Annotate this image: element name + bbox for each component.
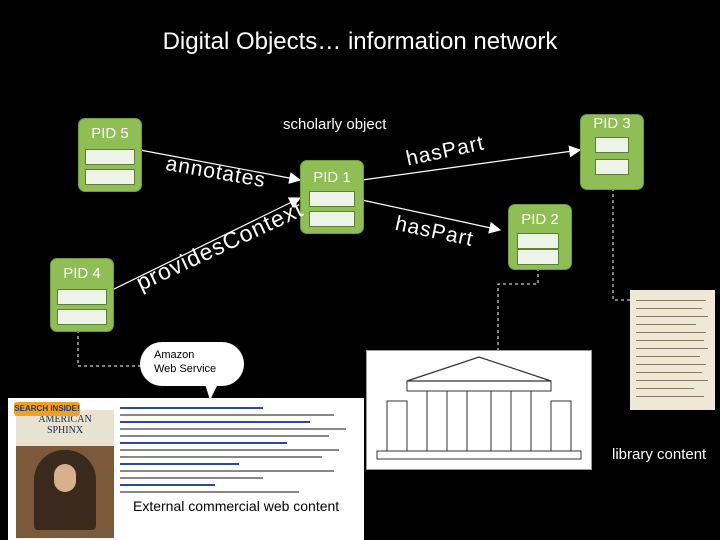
pid3-node[interactable]: PID 3 <box>580 114 644 190</box>
scholarly-object-label: scholarly object <box>283 116 387 133</box>
building-drawing-image <box>366 350 592 470</box>
annotates-arrow <box>139 149 302 184</box>
pid3-label: PID 3 <box>593 115 631 132</box>
external-content-caption: External commercial web content <box>133 498 340 514</box>
pid4-node[interactable]: PID 4 <box>50 258 114 332</box>
pid4-label: PID 4 <box>63 265 101 282</box>
pid2-slot <box>517 249 559 265</box>
pid1-label: PID 1 <box>313 169 351 186</box>
manuscript-image <box>630 290 715 410</box>
pid2-dashed-link <box>497 268 539 350</box>
search-inside-badge: SEARCH INSIDE! <box>14 402 80 416</box>
pid4-slot <box>57 289 107 305</box>
amazon-web-service-bubble: Amazon Web Service <box>140 342 244 386</box>
has-part-arrow-2 <box>361 199 502 234</box>
pid3-slot <box>595 137 629 153</box>
amazon-book-page: AMERICAN SPHINX SEARCH INSIDE! <box>8 398 364 540</box>
pid5-slot <box>85 169 135 185</box>
web-page-text-block <box>120 402 358 498</box>
bubble-line-2: Web Service <box>154 363 217 375</box>
page-title: Digital Objects… information network <box>162 28 558 55</box>
bubble-line-1: Amazon <box>154 349 195 361</box>
pid1-node[interactable]: PID 1 <box>300 160 364 234</box>
pid4-slot <box>57 309 107 325</box>
pid4-dashed-link <box>77 330 148 367</box>
provides-context-arrow <box>111 197 302 291</box>
pid1-slot <box>309 191 355 207</box>
cover-line-1: AMERICAN <box>38 414 92 425</box>
pid5-label: PID 5 <box>91 125 129 142</box>
bubble-tail <box>205 384 218 400</box>
book-cover-image: AMERICAN SPHINX <box>16 410 114 538</box>
pid5-slot <box>85 149 135 165</box>
has-part-arrow-1 <box>361 145 582 181</box>
pid5-node[interactable]: PID 5 <box>78 118 142 192</box>
portrait-image <box>34 450 96 530</box>
pid1-slot <box>309 211 355 227</box>
pid2-label: PID 2 <box>521 211 559 228</box>
pid3-slot <box>595 159 629 175</box>
pid3-dashed-link <box>612 188 630 301</box>
pid2-node[interactable]: PID 2 <box>508 204 572 270</box>
cover-line-2: SPHINX <box>46 425 84 436</box>
pid2-slot <box>517 233 559 249</box>
library-content-caption: library content <box>612 446 707 463</box>
